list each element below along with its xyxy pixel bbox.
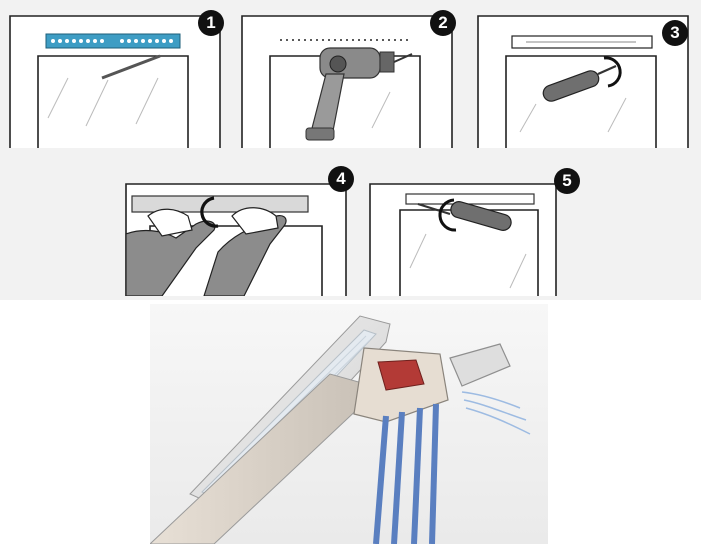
step-2: 2: [240, 8, 468, 148]
window-frame-illustration: [125, 183, 347, 296]
pencil-icon: [101, 54, 161, 80]
step-4: 4: [122, 164, 362, 296]
hands-icon: [125, 207, 287, 296]
step-number-badge: 5: [554, 168, 580, 194]
step-number-badge: 4: [328, 166, 354, 192]
ventilator-rail: [131, 195, 309, 213]
ventilator-rail: [405, 193, 535, 205]
step-number-badge: 3: [662, 20, 688, 46]
drilling-template: [45, 33, 181, 49]
ventilator-cross-section: [150, 304, 548, 544]
window-frame-illustration: [241, 15, 453, 148]
step-1: 1: [8, 8, 228, 148]
ventilator-section-icon: [150, 315, 531, 544]
window-frame-illustration: [477, 15, 689, 148]
rotate-arrow-icon: [200, 196, 219, 228]
screwdriver-icon: [542, 64, 617, 102]
rotate-arrow-icon: [603, 56, 622, 88]
window-frame-illustration: [9, 15, 221, 148]
rotate-arrow-icon: [438, 198, 457, 232]
screwdriver-icon: [417, 201, 512, 231]
step-number-badge: 1: [198, 10, 224, 36]
drill-icon: [305, 47, 413, 141]
step-number-badge: 2: [430, 10, 456, 36]
window-frame-illustration: [369, 183, 557, 296]
step-5: 5: [366, 164, 588, 296]
step-3: 3: [476, 8, 696, 148]
installation-steps-panel: 1 2: [0, 0, 701, 300]
